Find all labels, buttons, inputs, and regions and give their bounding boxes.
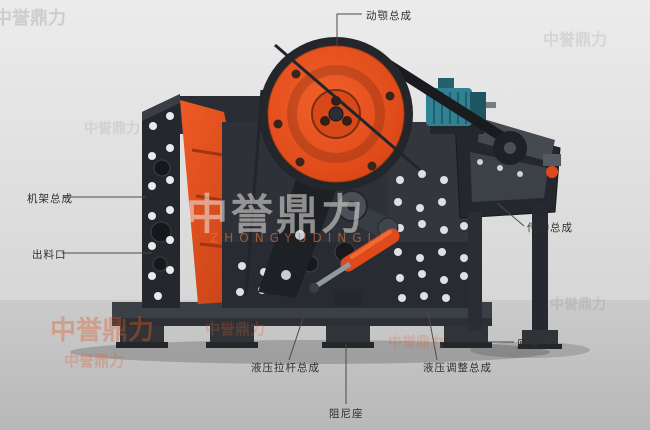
label-discharge-port: 出料口 <box>32 249 67 261</box>
damper-seat <box>334 292 362 306</box>
label-damper-seat: 阻尼座 <box>329 408 364 420</box>
label-frame-assembly: 机架总成 <box>27 193 73 205</box>
label-moving-jaw-assembly: 动颚总成 <box>366 10 412 22</box>
label-hydraulic-adjust-assembly: 液压调整总成 <box>423 362 492 374</box>
frame-assembly <box>142 94 472 308</box>
tension-rod <box>244 89 264 297</box>
belt-drive <box>372 48 527 165</box>
label-hydraulic-rod-assembly: 液压拉杆总成 <box>251 362 320 374</box>
hydraulic-rod-assembly <box>309 190 400 293</box>
label-base-frame: 底架 <box>517 338 540 350</box>
machine-shadow <box>70 340 550 364</box>
callout-lines <box>62 13 525 404</box>
flywheel <box>259 37 421 191</box>
label-transmission-assembly: 传动总成 <box>527 222 573 234</box>
